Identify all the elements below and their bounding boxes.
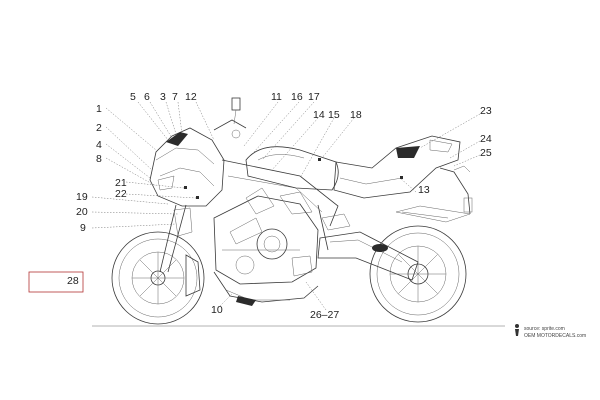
callout-17: 17 — [308, 91, 320, 103]
rear-shock — [317, 204, 329, 251]
callout-23: 23 — [480, 105, 492, 117]
callout-4: 4 — [96, 139, 102, 151]
frame-decal-strip — [395, 205, 471, 223]
watermark-line-2: OEM MOTORDECALS.com — [524, 333, 586, 339]
callout-13: 13 — [418, 184, 430, 196]
callout-labels: 1 2 4 8 5 6 3 7 12 11 16 17 14 15 18 23 … — [76, 91, 492, 321]
callout-8: 8 — [96, 153, 102, 165]
callout-24: 24 — [480, 133, 492, 145]
license-plate-holder — [439, 165, 473, 215]
handlebar-area — [213, 97, 247, 139]
callout-14: 14 — [313, 109, 325, 121]
callout-21: 21 — [115, 177, 127, 189]
part-28-box: 28 — [28, 271, 84, 293]
tail-section — [333, 135, 461, 199]
callout-28: 28 — [67, 275, 79, 287]
swingarm — [317, 231, 419, 281]
belly-pan — [213, 271, 319, 306]
callout-16: 16 — [291, 91, 303, 103]
callout-11: 11 — [271, 91, 282, 103]
callout-9: 9 — [80, 222, 86, 234]
callout-22: 22 — [115, 188, 127, 200]
footpeg — [321, 213, 351, 231]
callout-12: 12 — [185, 91, 197, 103]
callout-7: 7 — [172, 91, 178, 103]
leader-lines — [91, 101, 481, 311]
callout-25: 25 — [480, 147, 492, 159]
rear-wheel — [369, 225, 467, 323]
callout-19: 19 — [76, 191, 88, 203]
callout-2: 2 — [96, 122, 102, 134]
callout-6: 6 — [144, 91, 150, 103]
engine — [213, 195, 319, 285]
watermark-logo: source: sprite.com OEM MOTORDECALS.com — [515, 324, 586, 339]
front-wheel — [111, 231, 205, 325]
watermark-line-1: source: sprite.com — [524, 326, 565, 332]
front-fork — [159, 204, 193, 273]
callout-26-27: 26–27 — [310, 309, 339, 321]
callout-10: 10 — [211, 304, 223, 316]
callout-20: 20 — [76, 206, 88, 218]
callout-15: 15 — [328, 109, 340, 121]
fuel-tank — [245, 146, 339, 191]
callout-18: 18 — [350, 109, 362, 121]
callout-5: 5 — [130, 91, 136, 103]
front-fairing — [149, 127, 225, 207]
callout-3: 3 — [160, 91, 166, 103]
callout-1: 1 — [96, 103, 102, 115]
